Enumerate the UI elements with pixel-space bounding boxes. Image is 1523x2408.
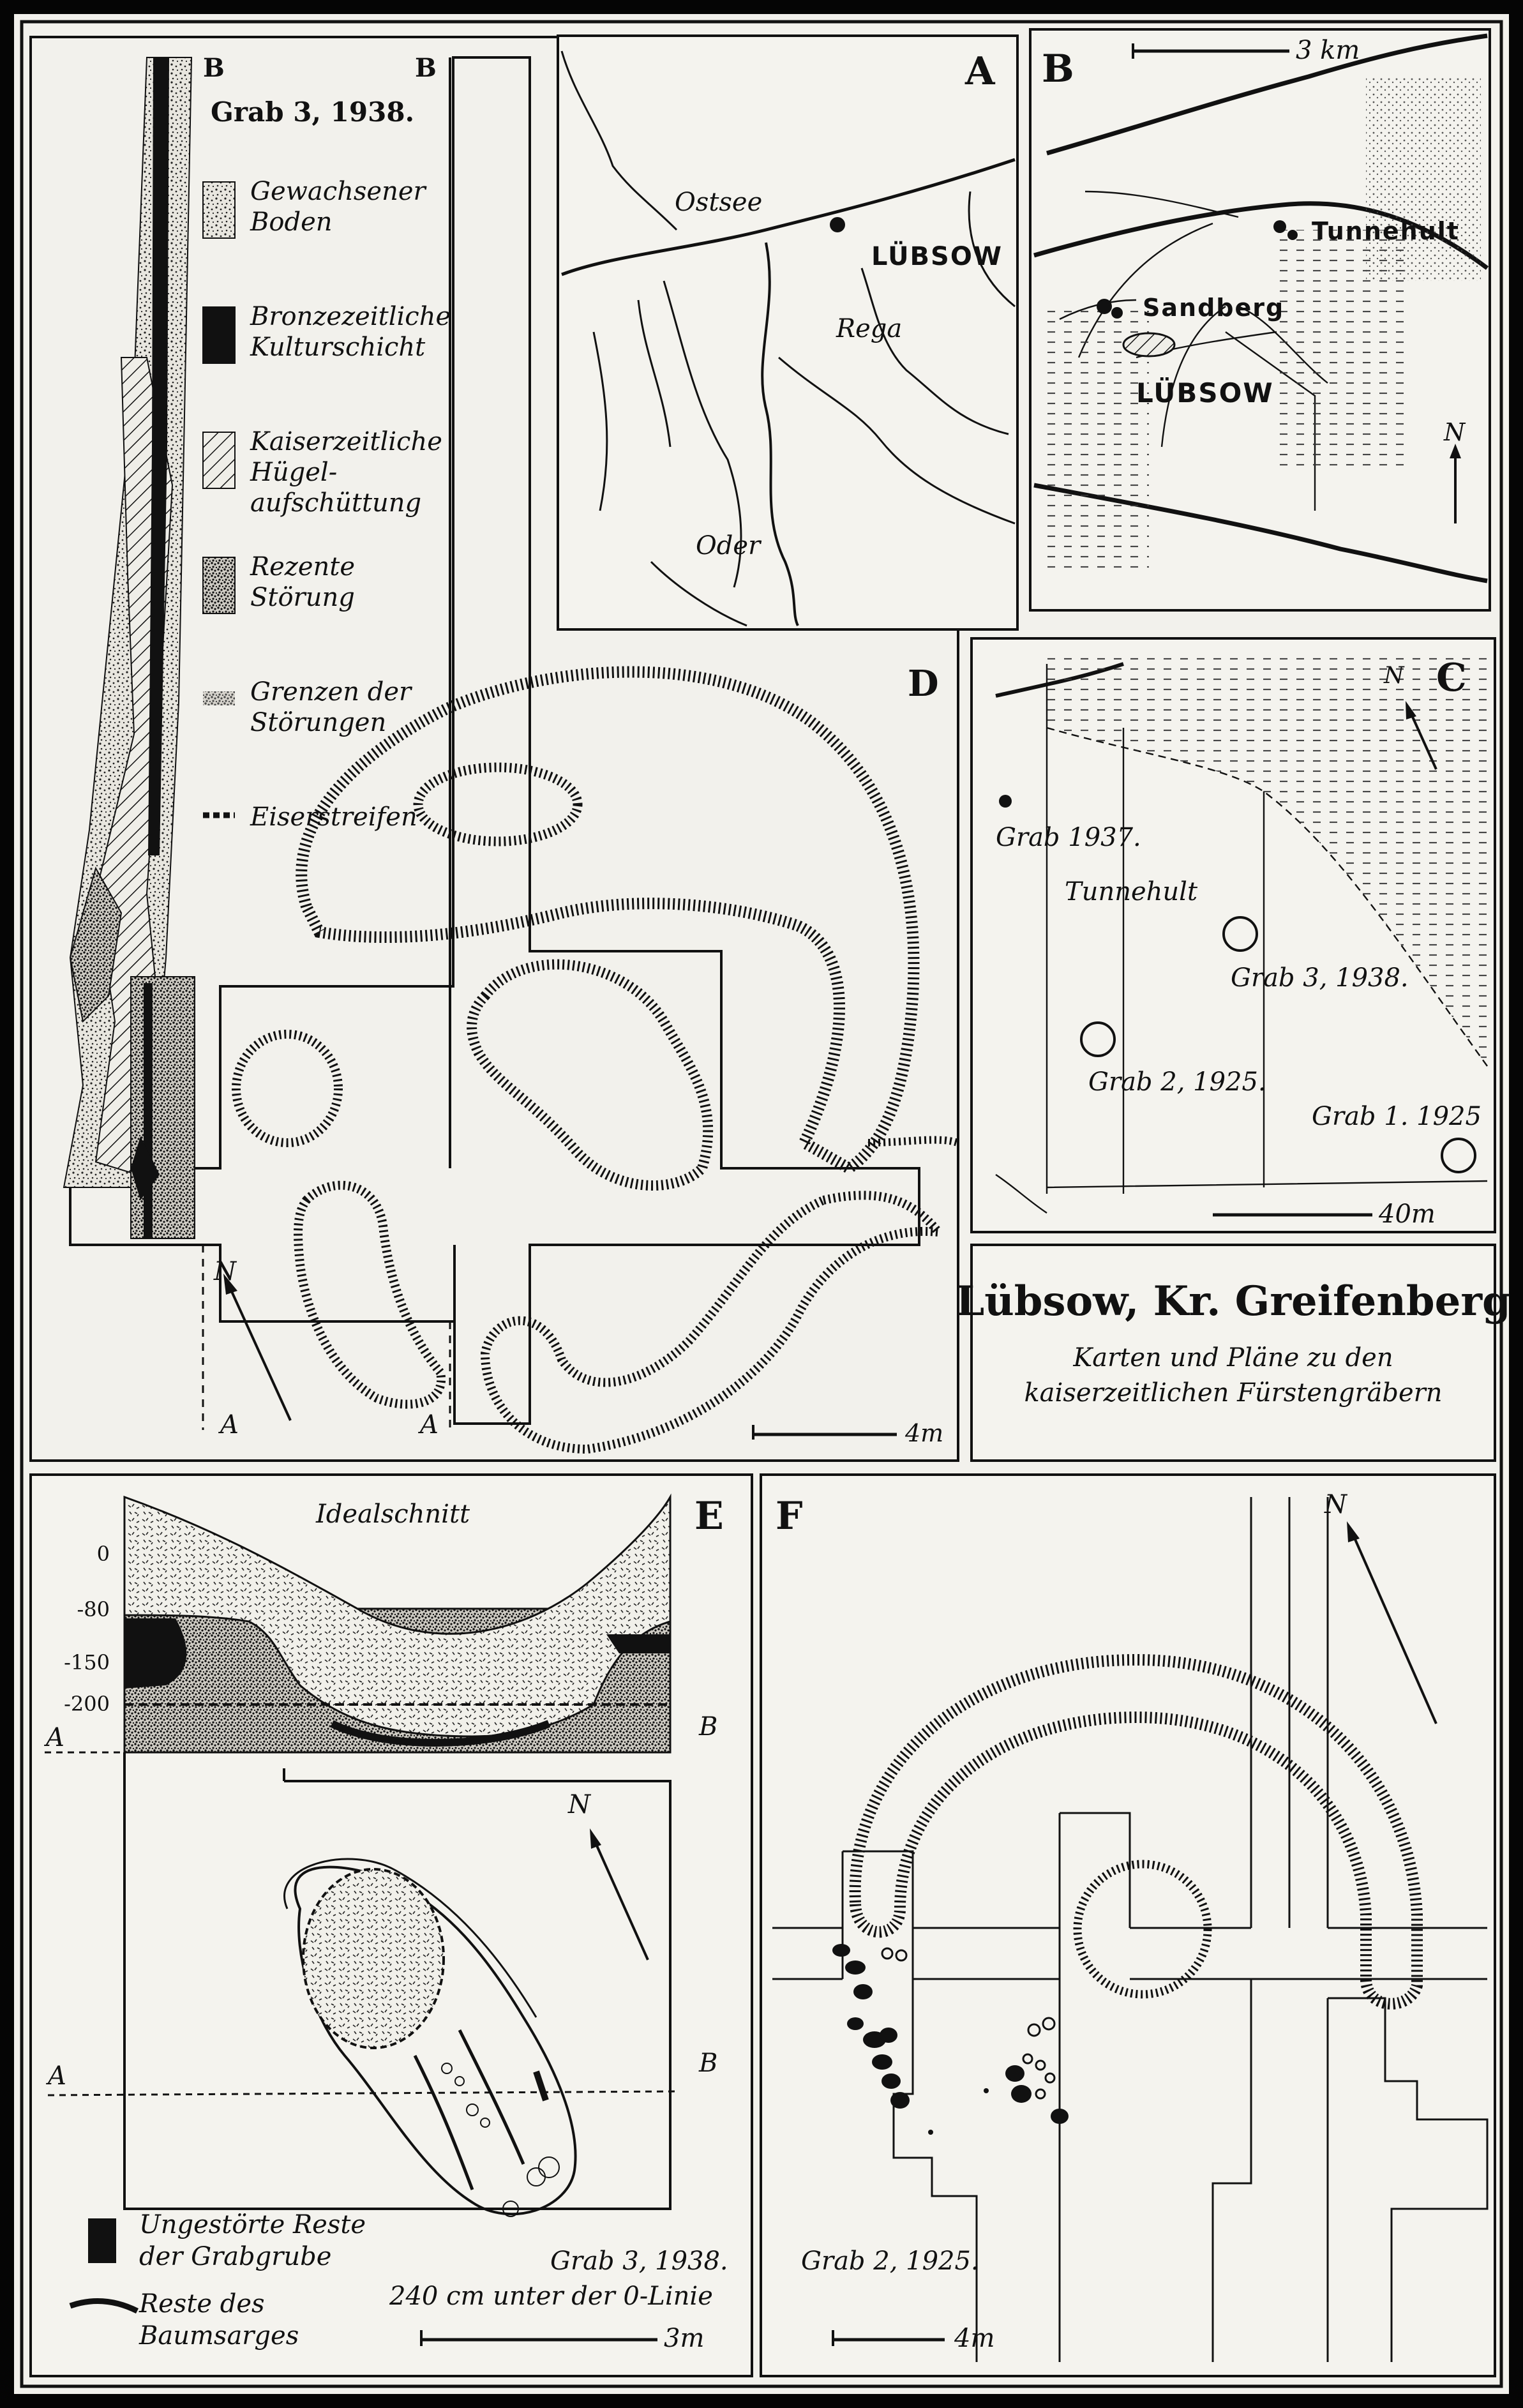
caption-grab-2: Grab 2, 1925. xyxy=(801,2246,979,2276)
legend-label: Störungen xyxy=(250,708,386,737)
town-label-b: LÜBSOW xyxy=(1136,377,1274,409)
north-arrow: N xyxy=(213,1257,292,1421)
title-block: Lübsow, Kr. Greifenberg Karten und Pläne… xyxy=(956,1244,1511,1462)
north-label: N xyxy=(213,1257,237,1286)
scale-label-c: 40m xyxy=(1378,1200,1436,1229)
scale-label: 4m xyxy=(904,1419,943,1447)
north-label-c: N xyxy=(1383,663,1405,689)
legend-grave-pit-line2b: der Grabgrube xyxy=(139,2242,331,2271)
legend-label: Kulturschicht xyxy=(250,333,426,362)
legend-label: Hügel- xyxy=(250,458,337,487)
plate-subtitle-line2: kaiserzeitlichen Fürstengräbern xyxy=(1024,1378,1442,1408)
legend-e: Ungestörte Reste der Grabgrube Reste des… xyxy=(69,2210,366,2351)
legend-label: Bronzezeitliche xyxy=(250,302,451,331)
north-arrow-c: N xyxy=(1383,663,1437,770)
depth-label-150: -150 xyxy=(64,1650,110,1674)
north-arrow-e: N xyxy=(567,1790,649,1960)
grave-label-2: Grab 2, 1925. xyxy=(1088,1067,1266,1097)
finds-cluster xyxy=(832,1944,1069,2135)
panel-b-map: 3 km B Tunnehult Sandberg LÜBSOW N xyxy=(1029,28,1491,612)
panel-f-plan: N F Grab 2, 1925. 4m xyxy=(760,1473,1496,2377)
legend-coffin-line1: Reste des xyxy=(139,2289,265,2319)
panel-letter-d: D xyxy=(908,663,939,705)
place-label-tunnehult: Tunnehult xyxy=(1312,217,1460,245)
section-profile: B B Grab 3, 1938. xyxy=(63,53,451,1239)
caption-grab-3: Grab 3, 1938. xyxy=(550,2246,728,2276)
legend-symbol-dense xyxy=(202,557,236,614)
legend-symbol-stipple xyxy=(202,181,236,239)
grave-label-3: Grab 3, 1938. xyxy=(1231,963,1409,993)
legend-label: Grenzen der xyxy=(250,677,413,707)
depth-label-200: -200 xyxy=(64,1692,110,1716)
section-label-a-right: A xyxy=(417,1410,439,1440)
profile-legend: GewachsenerBodenBronzezeitlicheKultursch… xyxy=(202,177,451,832)
place-label-sandberg: Sandberg xyxy=(1143,294,1284,322)
scale-bar-f: 4m xyxy=(832,2324,994,2353)
section-label-a-left: A xyxy=(218,1410,239,1440)
legend-label: aufschüttung xyxy=(250,488,421,518)
plan-end-b: B xyxy=(698,2049,717,2078)
river-label-oder: Oder xyxy=(696,531,762,561)
legend-grave-pit-line1: Ungestörte Reste xyxy=(139,2210,366,2239)
plan-end-a: A xyxy=(45,2061,66,2091)
legend-label: Rezente xyxy=(250,552,355,582)
grave-label-1937: Grab 1937. xyxy=(996,823,1141,852)
profile-letter-b-right: B xyxy=(415,53,437,83)
scale-bar-e: 3m xyxy=(420,2324,704,2353)
section-end-a: A xyxy=(43,1723,64,1752)
legend-symbol-solid xyxy=(202,306,236,364)
section-title: Idealschnitt xyxy=(315,1500,470,1529)
panel-letter-a: A xyxy=(964,49,996,94)
legend-symbol-hatch xyxy=(202,432,236,489)
panel-letter-b: B xyxy=(1042,47,1074,91)
profile-letter-b-left: B xyxy=(203,53,225,83)
sea-label: Ostsee xyxy=(675,188,762,217)
river-label-rega: Rega xyxy=(836,314,902,343)
scale-label-b: 3 km xyxy=(1296,36,1360,65)
scale-label-f: 4m xyxy=(954,2324,994,2353)
panel-letter-c: C xyxy=(1436,656,1467,700)
panel-d-plan: N A A D 4m xyxy=(29,36,959,1462)
place-label-c: Tunnehult xyxy=(1065,877,1198,907)
panel-e-section: Idealschnitt 0 -80 -150 -200 A B E N A B xyxy=(29,1473,753,2377)
legend-symbol-border xyxy=(203,691,235,705)
caption-depth: 240 cm unter der 0-Linie xyxy=(389,2282,713,2311)
north-label-f: N xyxy=(1324,1490,1348,1519)
town-label: LÜBSOW xyxy=(871,241,1003,271)
depth-label-80: -80 xyxy=(77,1597,110,1622)
depth-label-0: 0 xyxy=(97,1542,110,1566)
north-arrow-f: N xyxy=(1324,1490,1437,1724)
plate-subtitle-line1: Karten und Pläne zu den xyxy=(1072,1343,1393,1373)
plate-title: Lübsow, Kr. Greifenberg xyxy=(956,1277,1511,1325)
legend-label: Boden xyxy=(250,207,333,237)
legend-coffin-line2: Baumsarges xyxy=(139,2321,299,2351)
panel-letter-f: F xyxy=(776,1494,803,1539)
scale-label-e: 3m xyxy=(664,2324,704,2353)
panel-letter-e: E xyxy=(694,1494,724,1539)
north-arrow-b: N xyxy=(1443,418,1466,523)
grave-label-1: Grab 1. 1925 xyxy=(1312,1102,1482,1131)
legend-label: Gewachsener xyxy=(250,177,428,206)
panel-a-map: Ostsee LÜBSOW Rega Oder A xyxy=(557,34,1019,631)
scale-bar-d: 4m xyxy=(752,1419,943,1447)
legend-label: Kaiserzeitliche xyxy=(250,427,442,456)
legend-label: Eiserstreifen xyxy=(250,802,417,832)
panel-c-site-plan: N C Grab 1937. Tunnehult Grab 3, 1938. G… xyxy=(970,637,1496,1233)
scale-bar-c: 40m xyxy=(1213,1200,1436,1229)
north-label-b: N xyxy=(1443,418,1466,446)
north-label-e: N xyxy=(567,1790,592,1819)
section-end-b: B xyxy=(698,1712,717,1742)
profile-title: Grab 3, 1938. xyxy=(211,96,414,128)
legend-label: Störung xyxy=(250,583,355,612)
